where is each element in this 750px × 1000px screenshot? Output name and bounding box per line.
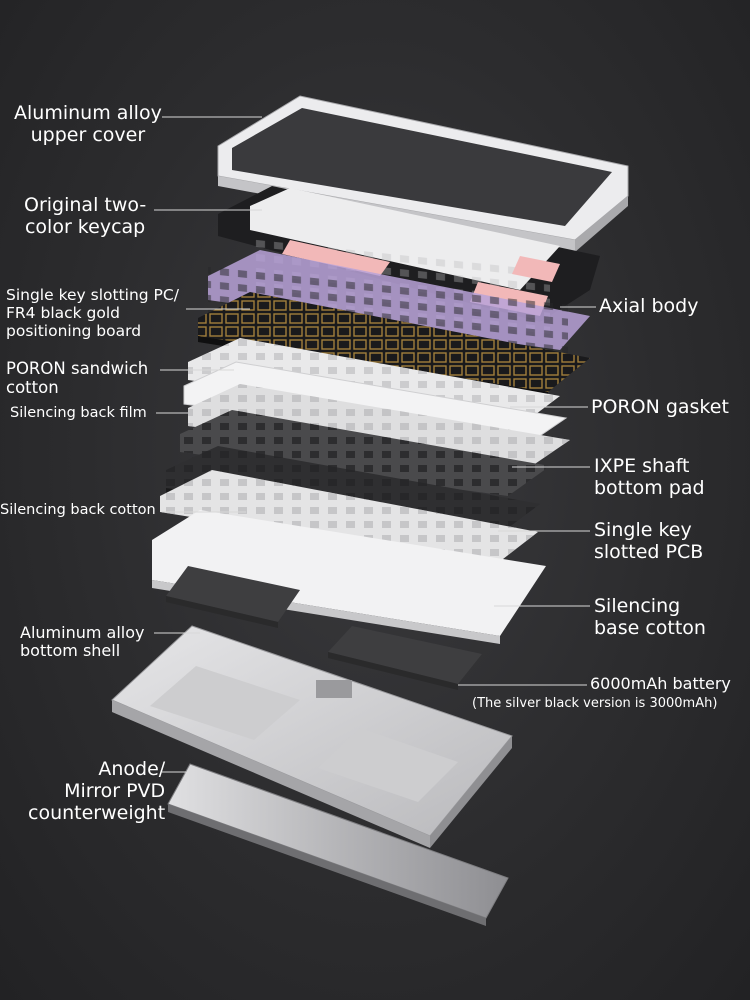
label-shaft-pad: IXPE shaft bottom pad — [594, 455, 705, 500]
label-gasket: PORON gasket — [591, 396, 729, 418]
label-counterweight: Anode/ Mirror PVD counterweight — [28, 758, 166, 825]
label-counterweight-line1: Anode/ — [98, 758, 166, 780]
label-keycap-line1: Original two- — [24, 194, 147, 216]
label-positioning-board-line1: Single key slotting PC/ — [6, 286, 179, 304]
label-battery-note: (The silver black version is 3000mAh) — [472, 696, 718, 711]
label-base-cotton-line2: base cotton — [594, 616, 706, 639]
label-back-film: Silencing back film — [10, 405, 147, 421]
label-back-cotton: Silencing back cotton — [0, 502, 156, 518]
label-pcb: Single key slotted PCB — [594, 519, 704, 564]
label-pcb-line2: slotted PCB — [594, 540, 704, 563]
label-shaft-pad-line1: IXPE shaft — [594, 455, 690, 477]
silencing-back-cotton — [160, 470, 538, 566]
label-base-cotton-line1: Silencing — [594, 595, 681, 617]
label-counterweight-line2: Mirror PVD — [64, 779, 166, 802]
label-upper-cover-line2: upper cover — [30, 123, 146, 146]
counterweight-bar — [167, 763, 509, 926]
label-bottom-shell: Aluminum alloy bottom shell — [20, 623, 145, 661]
battery-pack — [166, 566, 482, 690]
label-keycap-line2: color keycap — [24, 215, 146, 238]
poron-gasket-plate — [188, 384, 570, 470]
label-keycap: Original two- color keycap — [24, 194, 147, 239]
label-bottom-shell-line1: Aluminum alloy — [20, 623, 145, 642]
label-positioning-board-line2: FR4 black gold — [6, 303, 121, 322]
label-positioning-board: Single key slotting PC/ FR4 black gold p… — [6, 286, 179, 340]
label-sandwich-cotton-line1: PORON sandwich — [6, 359, 149, 378]
label-counterweight-line3: counterweight — [28, 801, 166, 824]
label-upper-cover: Aluminum alloy upper cover — [14, 102, 162, 147]
label-pcb-line1: Single key — [594, 519, 692, 541]
label-base-cotton: Silencing base cotton — [594, 595, 706, 640]
label-sandwich-cotton-line2: cotton — [6, 377, 59, 397]
leader-lines — [154, 116, 596, 773]
label-bottom-shell-line2: bottom shell — [20, 641, 121, 661]
label-battery: 6000mAh battery — [590, 674, 731, 693]
ixpe-shaft-pad — [180, 410, 550, 496]
label-shaft-pad-line2: bottom pad — [594, 476, 705, 499]
label-sandwich-cotton: PORON sandwich cotton — [6, 359, 149, 398]
label-axial-body: Axial body — [599, 295, 699, 317]
label-upper-cover-line1: Aluminum alloy — [14, 102, 162, 124]
label-positioning-board-line3: positioning board — [6, 321, 142, 340]
bottom-shell — [111, 625, 513, 848]
